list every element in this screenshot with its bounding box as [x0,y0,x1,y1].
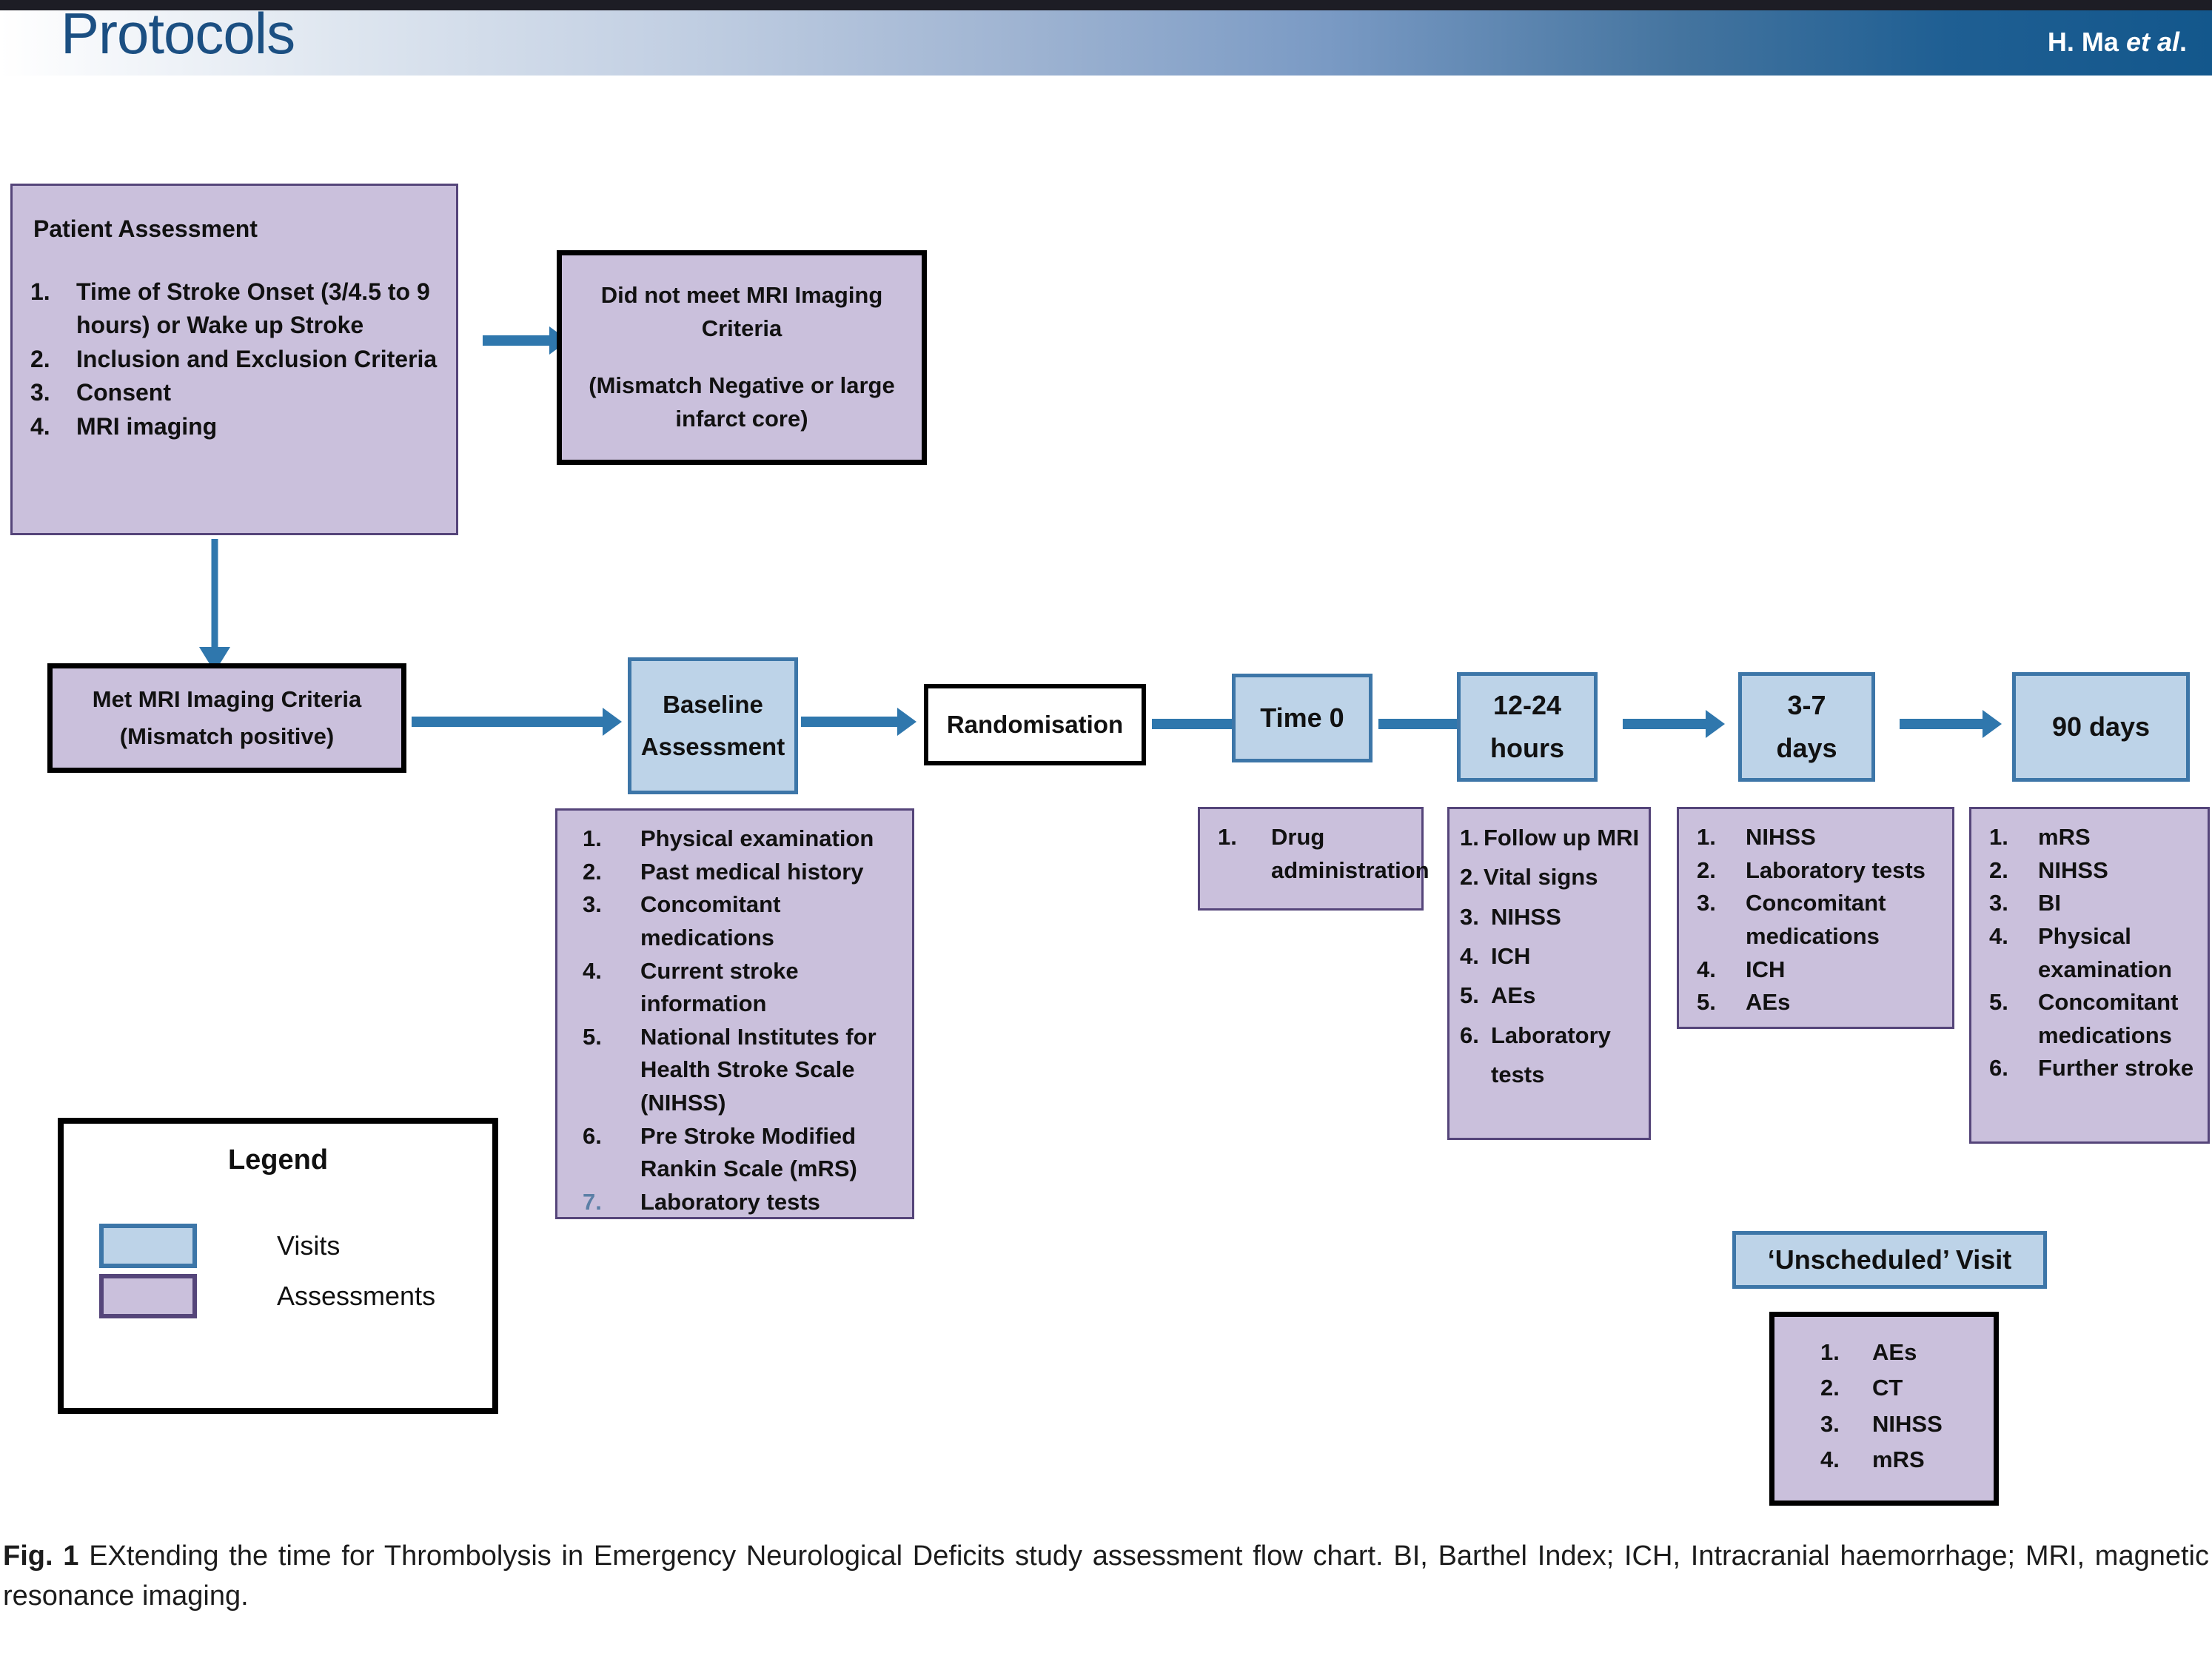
met-criteria-line2: (Mismatch positive) [119,723,335,749]
list-item: 5.AEs [1697,989,1791,1016]
baseline-visit-line1: Baseline [663,691,763,719]
list-item: 6.Pre Stroke Modified Rankin Scale (mRS) [583,1122,857,1182]
list-item: 5.National Institutes for Health Stroke … [583,1023,877,1116]
node-baseline-assessment-visit: Baseline Assessment [628,657,798,794]
hours-12-24-line1: 12-24 [1492,690,1562,721]
list-item: 1.NIHSS [1697,824,1816,850]
node-12-24-hours-visit: 12-24 hours [1457,672,1598,782]
hours-12-24-line2: hours [1489,733,1564,763]
list-item: 2.Vital signs [1460,864,1598,891]
did-not-meet-line4: infarct core) [675,405,808,432]
baseline-assessment-items: 1.Physical examination 2.Past medical hi… [583,822,894,1219]
list-item: 2.CT [1820,1375,1903,1401]
list-item: 2.NIHSS [1989,856,2108,883]
authors-plain: H. Ma [2047,27,2126,57]
list-item: 3.Concomitant medications [583,891,781,950]
legend-row-assessments: Assessments [99,1274,435,1318]
days-90-assessment-items: 1.mRS 2.NIHSS 3.BI 4.Physical examinatio… [1989,821,2204,1085]
figure-caption-text: EXtending the time for Thrombolysis in E… [3,1540,2209,1612]
list-item: 1.Follow up MRI [1460,825,1640,851]
legend-label-assessments: Assessments [277,1281,436,1311]
list-item: 4.Current stroke information [583,957,799,1017]
patient-assessment-title: Patient Assessment [33,215,258,242]
days-3-7-line2: days [1776,733,1837,763]
running-authors: H. Ma et al. [2048,27,2187,58]
unscheduled-visit-label: ‘Unscheduled’ Visit [1767,1244,2012,1275]
patient-assessment-list: 1.Time of Stroke Onset (3/4.5 to 9 hours… [30,275,445,443]
list-item: 6.Laboratory tests [1460,1022,1611,1087]
list-item: 6.Further stroke [1989,1055,2194,1082]
node-did-not-meet-criteria: Did not meet MRI Imaging Criteria (Misma… [557,250,927,465]
list-item: 4.mRS [1820,1446,1925,1473]
list-item: 3.NIHSS [1460,903,1561,930]
list-item: 3.BI [1989,890,2061,916]
unscheduled-assessment-items: 1.AEs 2.CT 3.NIHSS 4.mRS [1820,1335,1991,1478]
page-header-banner [0,0,2212,76]
figure-caption: Fig. 1 EXtending the time for Thrombolys… [3,1537,2209,1617]
node-patient-assessment: Patient Assessment 1.Time of Stroke Onse… [10,184,458,535]
did-not-meet-line3: (Mismatch Negative or large [589,372,895,398]
days-3-7-assessment-items: 1.NIHSS 2.Laboratory tests 3.Concomitant… [1697,821,1948,1019]
authors-italic: et al [2125,27,2179,57]
assessment-list-unscheduled: 1.AEs 2.CT 3.NIHSS 4.mRS [1769,1312,1999,1506]
did-not-meet-line2: Criteria [701,315,782,342]
assessment-list-3-7-days: 1.NIHSS 2.Laboratory tests 3.Concomitant… [1677,807,1954,1029]
node-unscheduled-visit: ‘Unscheduled’ Visit [1732,1231,2047,1289]
days-3-7-line1: 3-7 [1787,690,1826,721]
assessment-list-time0: 1.Drug administration [1198,807,1430,911]
node-randomisation: Randomisation [924,684,1146,765]
list-item: 4.MRI imaging [30,412,218,440]
page-title: Protocols [61,1,295,66]
list-item: 2.Inclusion and Exclusion Criteria [30,345,438,372]
list-item: 4.Physical examination [1989,922,2172,982]
authors-tail: . [2179,27,2187,57]
days-90-label: 90 days [2051,711,2151,742]
list-item: 1.Physical examination [583,825,874,851]
hours-12-24-assessment-items: 1.Follow up MRI 2.Vital signs 3.NIHSS 4.… [1460,818,1646,1094]
list-item: 1.Time of Stroke Onset (3/4.5 to 9 hours… [30,278,430,339]
list-item: 2.Laboratory tests [1697,856,1926,883]
randomisation-label: Randomisation [946,711,1124,738]
list-item: 5.AEs [1460,982,1536,1009]
assessment-list-90-days: 1.mRS 2.NIHSS 3.BI 4.Physical examinatio… [1969,807,2210,1144]
legend-swatch-assessments [99,1274,197,1318]
legend-swatch-visits [99,1224,197,1268]
assessment-list-12-24-hours: 1.Follow up MRI 2.Vital signs 3.NIHSS 4.… [1447,807,1651,1140]
list-item: 5.Concomitant medications [1989,989,2179,1048]
list-item: 1.mRS [1989,824,2091,850]
list-item: 1.Drug administration [1218,824,1430,883]
baseline-visit-line2: Assessment [640,732,785,760]
time0-assessment-items: 1.Drug administration [1218,821,1430,887]
list-item: 3.NIHSS [1820,1410,1943,1437]
list-item: 1.AEs [1820,1339,1917,1365]
list-item: 7.Laboratory tests [583,1188,820,1215]
figure-number: Fig. 1 [3,1540,79,1572]
node-90-days-visit: 90 days [2012,672,2190,782]
met-criteria-line1: Met MRI Imaging Criteria [92,686,362,713]
time0-label: Time 0 [1260,703,1344,733]
list-item: 3.Consent [30,379,171,406]
node-met-criteria: Met MRI Imaging Criteria (Mismatch posit… [47,663,406,773]
legend-row-visits: Visits [99,1224,340,1268]
assessment-list-baseline: 1.Physical examination 2.Past medical hi… [555,808,914,1219]
legend-title: Legend [227,1144,329,1176]
node-time0-visit: Time 0 [1232,674,1373,762]
list-item: 3.Concomitant medications [1697,890,1886,949]
list-item: 4.ICH [1460,942,1531,969]
legend-label-visits: Visits [277,1230,341,1261]
list-item: 2.Past medical history [583,858,864,885]
legend-panel: Legend Visits Assessments [58,1118,498,1414]
node-3-7-days-visit: 3-7 days [1738,672,1875,782]
did-not-meet-line1: Did not meet MRI Imaging [600,282,883,309]
list-item: 4.ICH [1697,956,1786,982]
